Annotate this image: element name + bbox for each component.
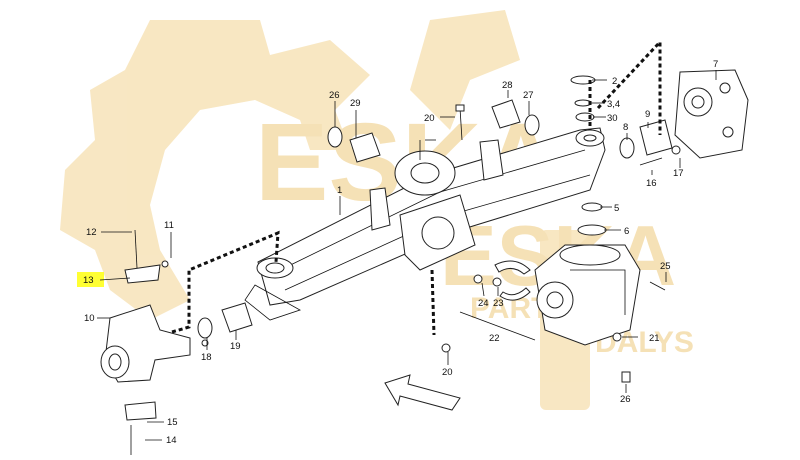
callout-29: 30 <box>607 113 618 124</box>
callout-14: 15 <box>167 417 178 428</box>
callout-10: 11 <box>164 220 174 231</box>
leader-lines <box>97 70 717 441</box>
callout-17: 18 <box>201 352 212 363</box>
callout-27: 28 <box>502 80 513 91</box>
steering-knuckle <box>100 229 191 455</box>
callout-25: 26 <box>620 394 631 405</box>
callout-labels: 1 2 3,4 5 6 7 8 9 10 11 12 13 14 15 16 1… <box>83 59 718 446</box>
axle-beam <box>244 127 606 321</box>
callout-20-lower: 20 <box>442 367 453 378</box>
callout-1: 1 <box>337 185 342 196</box>
callout-2: 2 <box>612 76 617 87</box>
callout-23: 24 <box>478 298 489 309</box>
callout-8: 9 <box>645 109 650 120</box>
callout-26-right: 27 <box>523 90 534 101</box>
callout-16: 17 <box>673 168 684 179</box>
callout-18: 19 <box>230 341 241 352</box>
callout-26-left: 26 <box>329 90 340 101</box>
callout-19: 20 <box>424 113 435 124</box>
bolts <box>161 104 681 383</box>
direction-arrow <box>384 374 461 411</box>
differential-housing <box>534 244 641 346</box>
callout-6: 7 <box>713 59 718 70</box>
highlight-box <box>77 272 104 287</box>
callout-5-upper: 5 <box>614 203 619 214</box>
callout-22: 23 <box>493 298 504 309</box>
callout-11: 12 <box>86 227 97 238</box>
callout-21: 22 <box>489 333 500 344</box>
callout-28: 29 <box>350 98 361 109</box>
callout-24: 25 <box>660 261 671 272</box>
callout-13: 14 <box>166 435 177 446</box>
callout-3-4: 3,4 <box>607 99 620 110</box>
half-ring-set <box>459 260 536 341</box>
callout-9: 10 <box>84 313 95 324</box>
callout-15: 16 <box>646 178 657 189</box>
callout-12: 13 <box>83 275 94 286</box>
callout-5: 6 <box>624 226 629 237</box>
assembly-lines <box>171 38 662 336</box>
callout-20-right: 21 <box>649 333 660 344</box>
bearing-carrier <box>674 69 749 159</box>
callout-7: 8 <box>623 122 628 133</box>
